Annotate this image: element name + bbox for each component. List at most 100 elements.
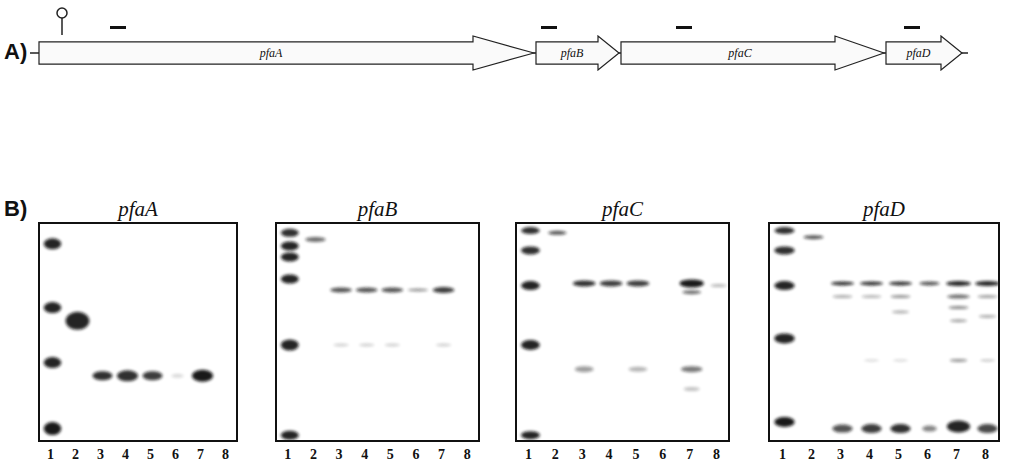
gene-arrow-outline [39, 36, 534, 70]
gel-bands [770, 224, 1000, 442]
gel-bands [40, 224, 238, 442]
lane-number: 4 [361, 447, 368, 463]
gel-band [979, 315, 996, 318]
gene-name: pfaA [260, 46, 283, 61]
gel-band [977, 424, 997, 433]
lane-number: 1 [779, 447, 786, 463]
gel-band [681, 366, 703, 372]
lane-number: 1 [47, 447, 54, 463]
probe-bar [541, 26, 557, 29]
gel-band [860, 281, 883, 285]
gel-title: pfaB [275, 198, 480, 220]
terminator-hairpin [57, 8, 67, 18]
gel-image-frame [275, 222, 480, 442]
gel-band [521, 246, 540, 254]
gel-bands [277, 224, 480, 442]
gel-band [774, 227, 794, 234]
gene-arrow: pfaA [38, 35, 535, 71]
lane-number: 5 [387, 447, 394, 463]
gel-band [922, 426, 937, 432]
lane-number: 5 [632, 447, 639, 463]
gel-band [408, 289, 429, 292]
gel-band [573, 280, 596, 286]
gel-band [629, 367, 648, 372]
gel-band [359, 344, 374, 347]
gene-name: pfaB [561, 46, 584, 61]
lane-number: 2 [552, 447, 559, 463]
gene-arrow: pfaD [885, 35, 963, 71]
gene-name: pfaC [728, 46, 751, 61]
lane-number: 4 [122, 447, 129, 463]
gel-band [117, 370, 138, 381]
gel-band [947, 295, 970, 299]
gel-band [433, 287, 455, 293]
gel-band [281, 253, 299, 262]
gel-image-frame [515, 222, 730, 442]
lane-number: 6 [659, 447, 666, 463]
gel-band [774, 417, 794, 427]
panel-letter: B) [4, 196, 27, 222]
terminator-stem [61, 18, 63, 35]
gel-band [548, 231, 567, 235]
gel-band [980, 359, 995, 361]
gel-band [356, 288, 378, 293]
probe-bar [110, 26, 126, 29]
gel-band [803, 235, 823, 239]
lane-number: 5 [147, 447, 154, 463]
gel-band [831, 281, 854, 285]
gel-band [281, 275, 299, 284]
gel-panel: pfaB [275, 198, 480, 442]
lane-number: 7 [686, 447, 693, 463]
gel-band [861, 295, 881, 298]
lane-number: 7 [197, 447, 204, 463]
gene-arrow-shape [620, 35, 885, 71]
lane-number: 6 [172, 447, 179, 463]
gel-band [950, 359, 967, 362]
gel-image-frame [38, 222, 238, 442]
gel-band [684, 387, 700, 391]
gel-title: pfaC [515, 198, 730, 220]
gel-band [44, 238, 62, 249]
gel-band [385, 344, 400, 347]
gel-band [381, 288, 403, 293]
gel-panel: pfaD [768, 198, 1000, 442]
lane-number: 3 [97, 447, 104, 463]
gel-band [436, 344, 451, 347]
gel-band [575, 366, 594, 372]
gel-band [521, 340, 540, 350]
gel-band [333, 344, 348, 347]
gel-band [892, 311, 909, 314]
gel-band [171, 374, 184, 378]
gel-bands [517, 224, 730, 442]
gel-panel: pfaC [515, 198, 730, 442]
probe-bar [676, 26, 692, 29]
lane-number: 8 [464, 447, 471, 463]
gel-image-frame [768, 222, 1000, 442]
lane-number: 6 [924, 447, 931, 463]
lane-number: 2 [310, 447, 317, 463]
probe-bar [904, 26, 920, 29]
gel-band [774, 246, 794, 254]
lane-number: 8 [982, 447, 989, 463]
gel-panel: pfaA [38, 198, 238, 442]
gel-band [281, 340, 299, 351]
gel-band [890, 424, 910, 433]
gel-band [711, 284, 727, 287]
gel-band [893, 359, 908, 361]
gel-band [44, 422, 62, 435]
gel-band [330, 288, 352, 293]
gel-band [919, 281, 939, 285]
gel-band [143, 371, 163, 380]
lane-number: 5 [895, 447, 902, 463]
gel-band [521, 431, 540, 439]
gel-band [948, 306, 968, 309]
gene-arrow: pfaB [535, 35, 620, 71]
gel-band [861, 424, 881, 433]
gel-band [192, 370, 213, 382]
gel-band [947, 420, 970, 432]
gel-band [977, 295, 997, 298]
lane-number: 3 [837, 447, 844, 463]
gel-band [946, 281, 971, 286]
gene-arrow-shape [38, 35, 535, 71]
gel-band [281, 242, 299, 251]
